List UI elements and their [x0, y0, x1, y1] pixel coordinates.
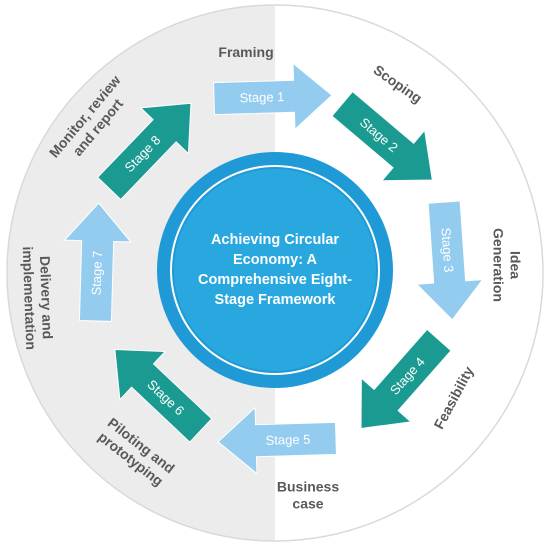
stage-label: Stage 7	[89, 250, 105, 295]
center-title: Achieving Circular Economy: A Comprehens…	[198, 232, 352, 308]
stage-title-1: Framing	[218, 44, 273, 60]
stage-title-7: Delivery andimplementation	[20, 246, 57, 351]
stage-arrow-shape	[213, 62, 333, 131]
stage-arrow-7: Stage 7	[63, 202, 132, 322]
stage-arrow-1: Stage 1	[213, 62, 333, 131]
stage-arrow-shape	[63, 202, 132, 322]
stage-label: Stage 5	[265, 432, 310, 448]
stage-arrow-shape	[360, 328, 452, 430]
outer-ring-left-half	[7, 5, 275, 541]
center-hub-inner	[174, 169, 376, 371]
stage-arrow-shape	[114, 348, 213, 443]
stage-arrow-3: Stage 3	[415, 200, 484, 321]
outer-ring-right-half	[275, 5, 543, 541]
center-hub-ring	[170, 165, 380, 375]
stage-arrow-shape	[415, 200, 484, 321]
stage-arrow-shape	[96, 102, 192, 201]
stage-title-3: IdeaGeneration	[491, 228, 524, 302]
stage-label: Stage 1	[239, 89, 284, 105]
stage-label: Stage 3	[438, 227, 456, 273]
stage-arrow-shape	[217, 406, 337, 475]
stage-arrow-shape	[331, 90, 433, 182]
stage-arrow-5: Stage 5	[217, 406, 337, 475]
outer-ring-border	[6, 4, 544, 542]
